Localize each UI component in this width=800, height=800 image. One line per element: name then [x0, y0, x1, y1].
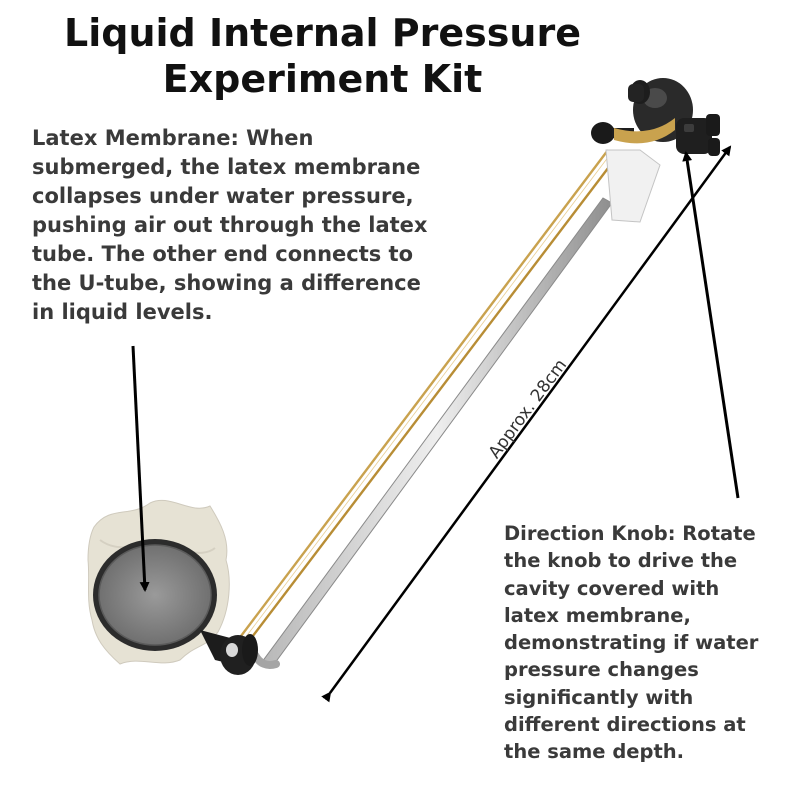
knob-pointer-arrow: [682, 151, 740, 499]
callout-line: tube. The other end connects to: [32, 242, 414, 266]
callout-line: latex membrane,: [504, 603, 691, 627]
direction-knob[interactable]: [676, 114, 720, 156]
direction-knob-callout: Direction Knob: Rotate the knob to drive…: [504, 520, 758, 766]
callout-line: in liquid levels.: [32, 300, 213, 324]
dimension-arrow: [321, 145, 732, 703]
callout-line: pressure changes: [504, 658, 699, 682]
title-line-1: Liquid Internal Pressure: [64, 11, 581, 55]
page-title: Liquid Internal Pressure Experiment Kit: [20, 10, 625, 102]
callout-line: Latex Membrane: When: [32, 126, 314, 150]
callout-line: cavity covered with: [504, 576, 720, 600]
callout-line: submerged, the latex membrane: [32, 155, 421, 179]
membrane-pointer-arrow: [131, 345, 150, 592]
callout-line: the U-tube, showing a difference: [32, 271, 421, 295]
title-line-2: Experiment Kit: [162, 57, 483, 101]
callout-line: collapses under water pressure,: [32, 184, 414, 208]
callout-line: different directions at: [504, 713, 746, 737]
latex-membrane-callout: Latex Membrane: When submerged, the late…: [32, 124, 427, 327]
callout-line: demonstrating if water: [504, 631, 759, 655]
callout-line: pushing air out through the latex: [32, 213, 428, 237]
latex-membrane-head: [87, 499, 258, 675]
callout-line: the knob to drive the: [504, 549, 738, 573]
callout-line: significantly with: [504, 685, 694, 709]
dimension-label: Approx. 28cm: [485, 356, 571, 463]
callout-line: the same depth.: [504, 740, 685, 764]
callout-line: Direction Knob: Rotate: [504, 522, 756, 545]
